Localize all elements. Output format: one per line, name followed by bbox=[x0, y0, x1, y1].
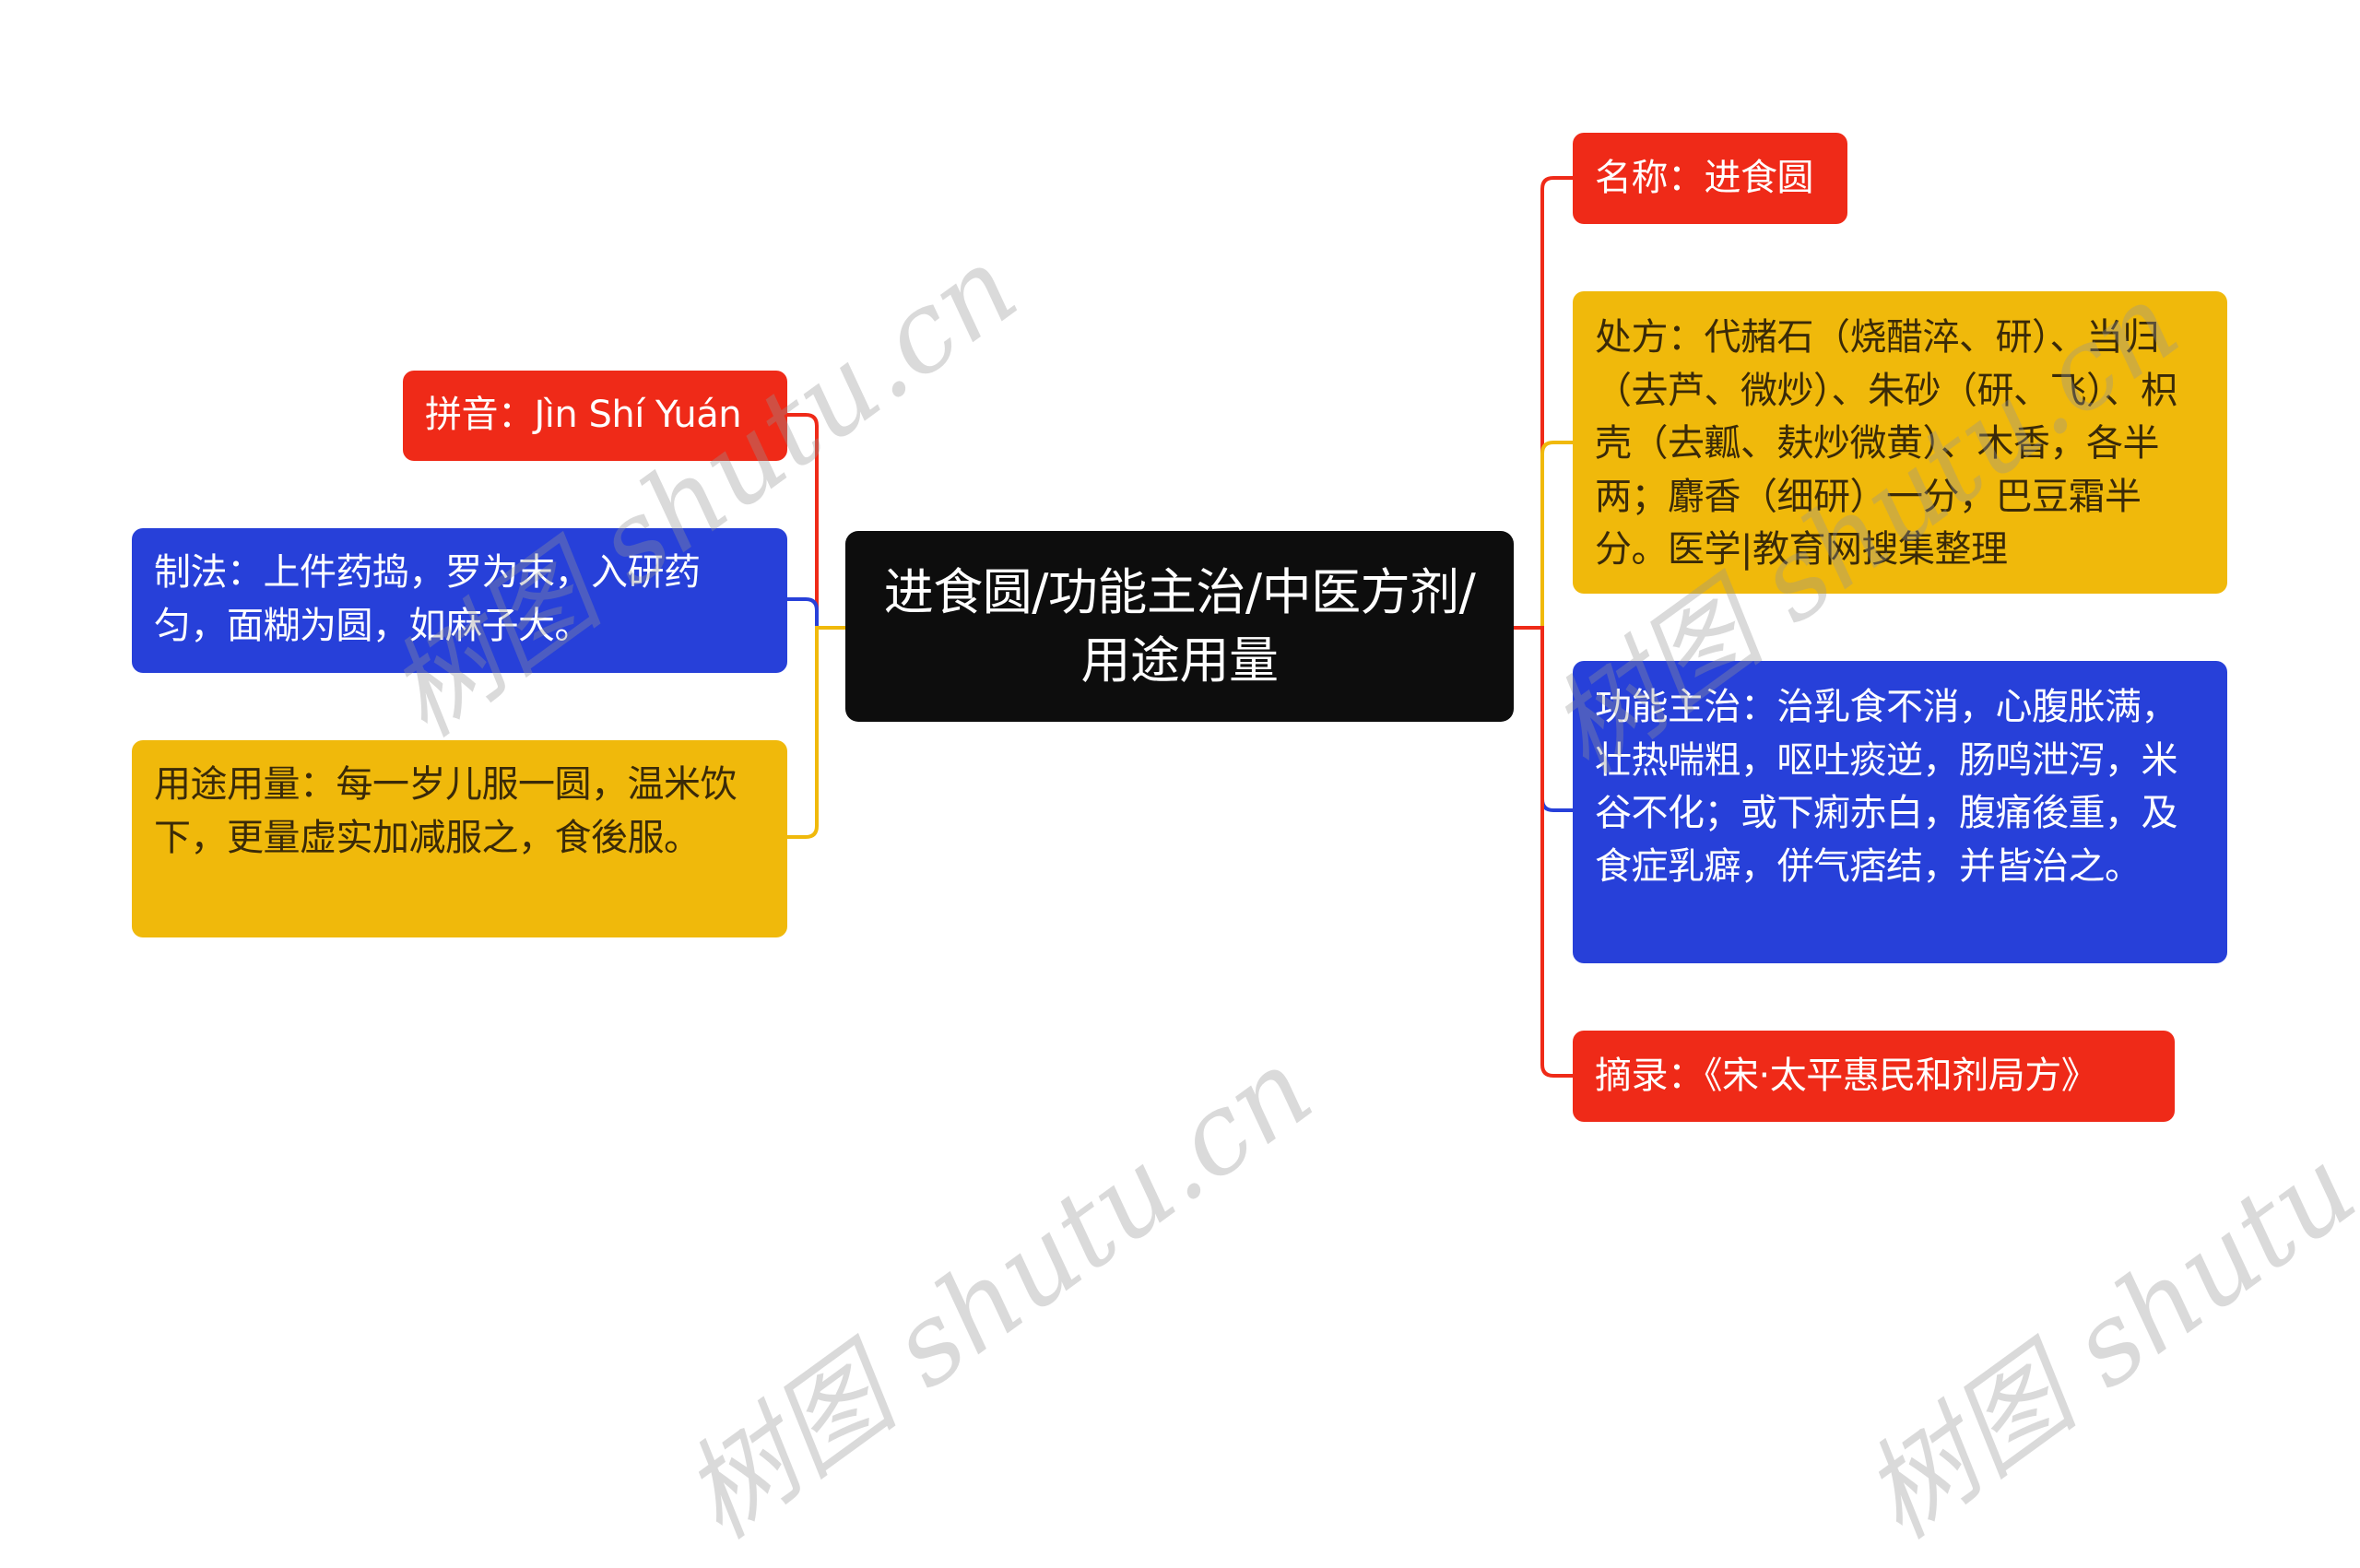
link-preparation bbox=[787, 597, 845, 630]
link-usage bbox=[787, 626, 845, 839]
branch-source[interactable]: 摘录：《宋·太平惠民和剂局方》 bbox=[1573, 1031, 2175, 1122]
branch-prescription-text: 处方：代赭石（烧醋淬、研）、当归（去芦、微炒）、朱砂（研、飞）、枳壳（去瓤、麸炒… bbox=[1595, 316, 2177, 571]
branch-name-text: 名称：进食圆 bbox=[1595, 156, 1814, 199]
branch-pinyin[interactable]: 拼音：Jìn Shí Yuán bbox=[403, 371, 787, 461]
link-source bbox=[1514, 626, 1573, 1078]
branch-indications-text: 功能主治：治乳食不消，心腹胀满，壮热喘粗，呕吐痰逆，肠鸣泄泻，米谷不化；或下痢赤… bbox=[1595, 686, 2178, 888]
link-prescription bbox=[1514, 441, 1573, 630]
branch-source-text: 摘录：《宋·太平惠民和剂局方》 bbox=[1595, 1054, 2098, 1097]
branch-name[interactable]: 名称：进食圆 bbox=[1573, 133, 1847, 224]
branch-prescription[interactable]: 处方：代赭石（烧醋淬、研）、当归（去芦、微炒）、朱砂（研、飞）、枳壳（去瓤、麸炒… bbox=[1573, 291, 2227, 594]
root-node[interactable]: 进食圆/功能主治/中医方剂/用途用量 bbox=[845, 531, 1514, 722]
branch-usage-text: 用途用量：每一岁儿服一圆，温米饮下，更量虚实加减服之，食後服。 bbox=[154, 763, 738, 859]
branch-preparation[interactable]: 制法：上件药捣，罗为末，入研药匀，面糊为圆，如麻子大。 bbox=[132, 528, 787, 673]
connector-lines bbox=[787, 176, 1573, 1078]
branch-pinyin-text: 拼音：Jìn Shí Yuán bbox=[425, 394, 742, 437]
branch-indications[interactable]: 功能主治：治乳食不消，心腹胀满，壮热喘粗，呕吐痰逆，肠鸣泄泻，米谷不化；或下痢赤… bbox=[1573, 661, 2227, 963]
branch-preparation-text: 制法：上件药捣，罗为末，入研药匀，面糊为圆，如麻子大。 bbox=[154, 551, 701, 647]
link-pinyin bbox=[787, 413, 845, 630]
root-node-text: 进食圆/功能主治/中医方剂/用途用量 bbox=[883, 562, 1476, 690]
link-name bbox=[1514, 176, 1573, 630]
branch-usage[interactable]: 用途用量：每一岁儿服一圆，温米饮下，更量虚实加减服之，食後服。 bbox=[132, 740, 787, 937]
